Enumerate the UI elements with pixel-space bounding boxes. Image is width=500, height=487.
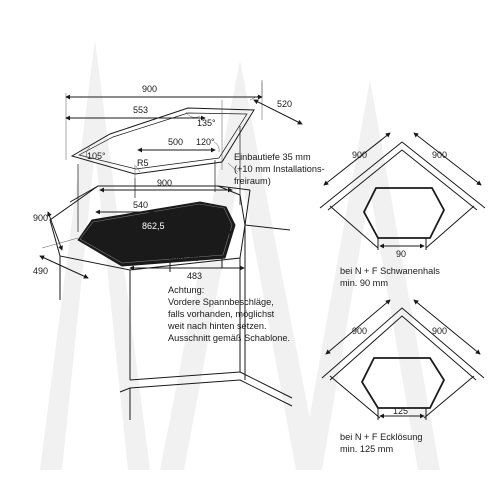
detail-bottom-gap: 125 xyxy=(393,406,408,416)
dim-template-500: 500 xyxy=(168,137,183,147)
dim-template-inner: 553 xyxy=(133,105,148,115)
detail-top-caption-1: bei N + F Schwanenhals xyxy=(340,266,440,276)
detail-bottom-right-dim: 900 xyxy=(432,326,447,336)
watermark-shapes xyxy=(40,40,440,470)
detail-bottom-caption-1: bei N + F Ecklösung xyxy=(340,432,422,442)
warning-line-5: Ausschnitt gemäß Schablone. xyxy=(168,333,290,343)
detail-top-caption-2: min. 90 mm xyxy=(340,278,388,288)
cutout-template: 900 553 520 135° 105° 500 120° R5 xyxy=(65,80,303,178)
dim-cabinet-diagonal: 862,5 xyxy=(142,221,165,231)
warning-line-1: Achtung: xyxy=(168,285,204,295)
cabinet-drawing: 900 540 862,5 900 490 min. 90 483 xyxy=(33,178,293,420)
detail-top-left-dim: 900 xyxy=(352,150,367,160)
dim-cabinet-front: 483 xyxy=(187,271,202,281)
dim-angle-135: 135° xyxy=(197,118,216,128)
install-depth-note: Einbautiefe 35 mm (+10 mm Installations-… xyxy=(227,152,325,186)
dim-template-depth: 520 xyxy=(277,99,292,109)
dim-cabinet-width: 900 xyxy=(157,178,172,188)
detail-bottom-left-dim: 900 xyxy=(352,326,367,336)
detail-corner-solution: 125 900 900 bei N + F Ecklösung min. 125… xyxy=(321,299,485,454)
warning-line-3: falls vorhanden, möglichst xyxy=(168,309,275,319)
install-note-line-3: freiraum) xyxy=(234,176,271,186)
warning-note: Achtung: Vordere Spannbeschläge, falls v… xyxy=(167,285,290,343)
detail-top-gap: 90 xyxy=(396,249,406,259)
dim-cabinet-offset: 490 xyxy=(33,266,48,276)
warning-line-4: weit nach hinten setzen. xyxy=(167,321,267,331)
dim-template-width: 900 xyxy=(142,84,157,94)
dim-cabinet-side: 900 xyxy=(33,213,48,223)
dim-angle-105: 105° xyxy=(87,151,106,161)
dim-radius: R5 xyxy=(137,158,149,168)
install-note-line-2: (+10 mm Installations- xyxy=(234,164,325,174)
dim-angle-120: 120° xyxy=(196,137,215,147)
detail-top-right-dim: 900 xyxy=(432,150,447,160)
dim-cabinet-min-gap: min. 90 xyxy=(170,253,200,263)
install-note-line-1: Einbautiefe 35 mm xyxy=(234,152,311,162)
detail-gooseneck: 90 900 900 bei N + F Schwanenhals min. 9… xyxy=(319,132,486,288)
detail-bottom-caption-2: min. 125 mm xyxy=(340,444,393,454)
warning-line-2: Vordere Spannbeschläge, xyxy=(168,297,274,307)
dim-cabinet-inner: 540 xyxy=(133,200,148,210)
